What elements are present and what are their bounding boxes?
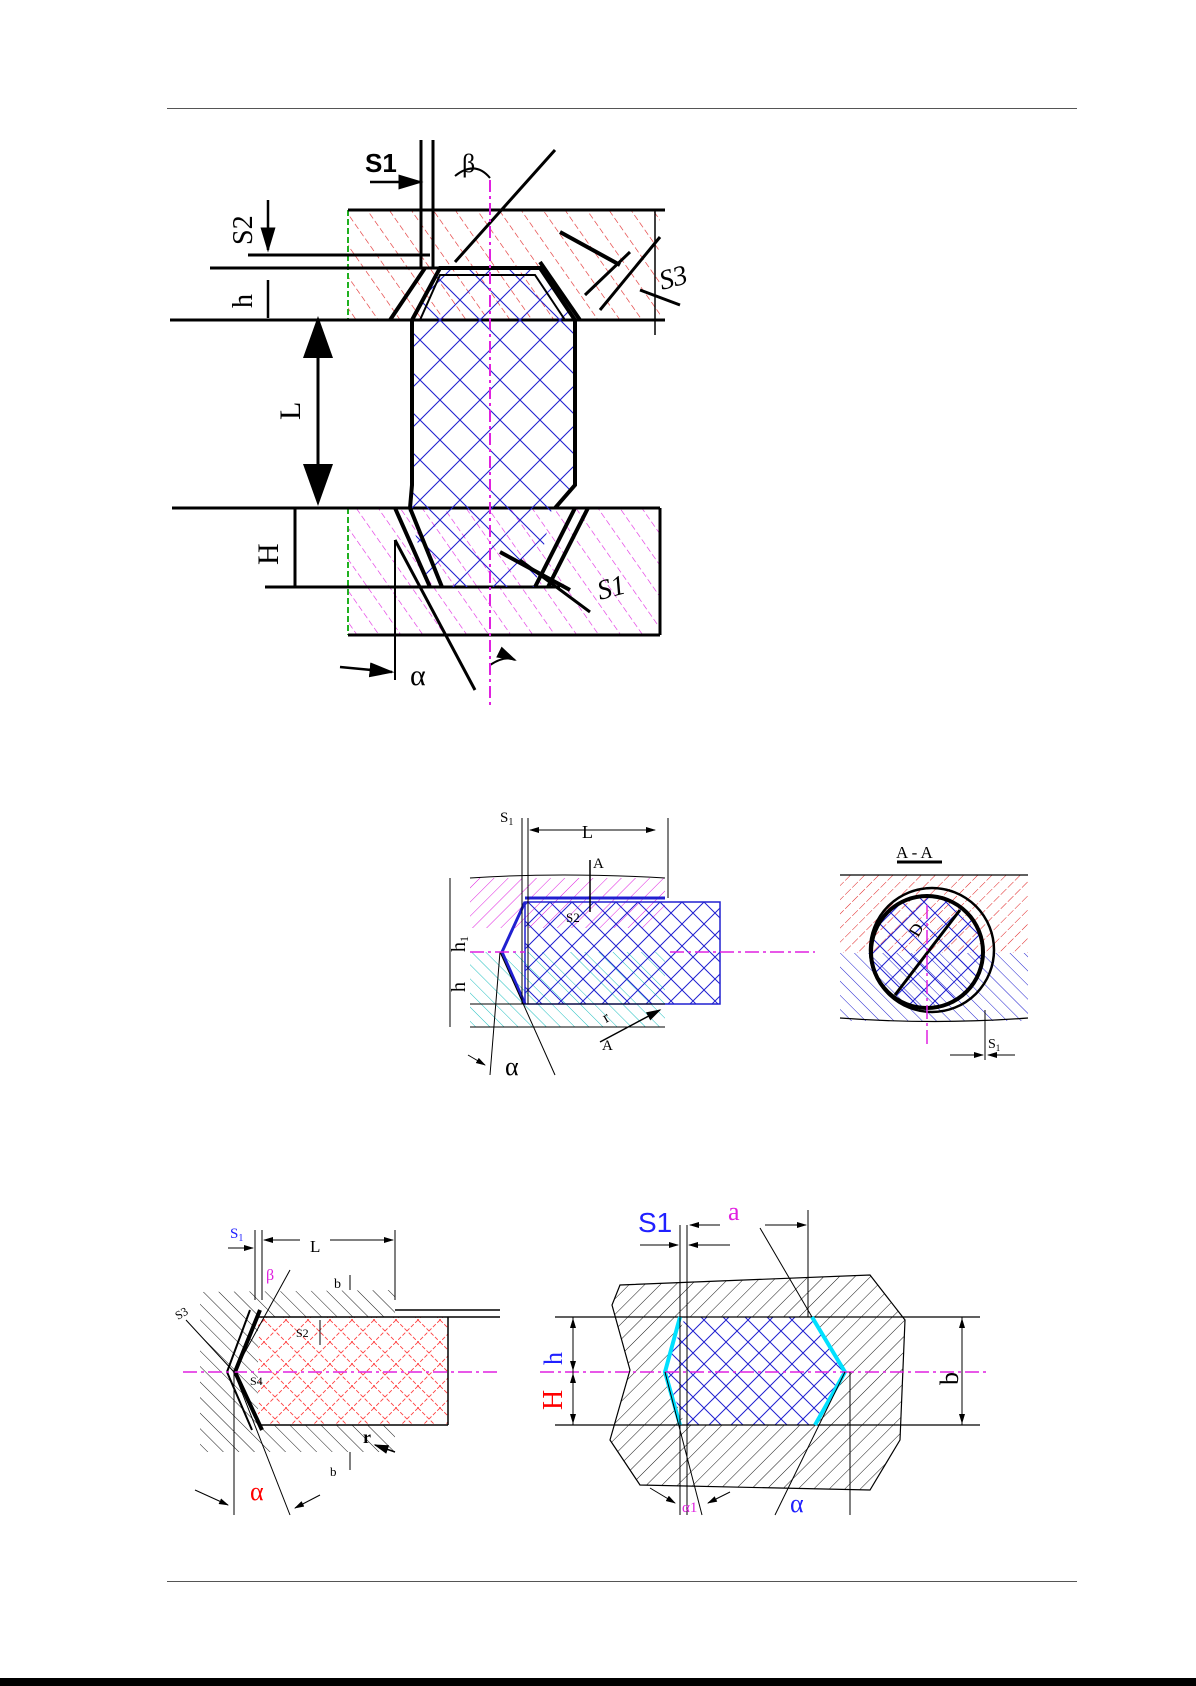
- label-H: H: [252, 543, 285, 565]
- label-alpha: α: [410, 659, 426, 692]
- label-beta: β: [266, 1267, 274, 1284]
- page-bottom-bar: [0, 1678, 1196, 1686]
- label-S1: S1: [638, 1207, 672, 1238]
- label-h: h: [539, 1352, 568, 1365]
- label-alpha: α: [250, 1477, 264, 1506]
- figure-2-conical-seat-diagram: S1 L A S2 h1 h r A α A - A D S1: [448, 810, 1028, 1081]
- label-b-top: b: [334, 1277, 341, 1292]
- label-S3: S3: [173, 1304, 191, 1322]
- figure-1-countersunk-hole-diagram: S1 β S2 h S3 L H S1 α: [170, 140, 691, 705]
- label-S1-section: S1: [988, 1037, 1000, 1053]
- label-S3: S3: [656, 260, 691, 297]
- label-r: r: [363, 1427, 371, 1447]
- label-S2: S2: [228, 215, 259, 245]
- label-h: h: [228, 294, 259, 308]
- label-S1: S1: [500, 810, 513, 828]
- label-H: H: [538, 1390, 569, 1410]
- label-A-bottom: A: [602, 1038, 613, 1054]
- label-L: L: [274, 402, 307, 420]
- part-section: [258, 1317, 448, 1425]
- label-alpha1: α1: [682, 1500, 697, 1516]
- label-L: L: [582, 822, 593, 842]
- label-S2: S2: [296, 1326, 309, 1340]
- label-alpha: α: [505, 1052, 519, 1081]
- label-b: b: [935, 1372, 964, 1385]
- label-A-top: A: [593, 856, 604, 872]
- label-a: a: [728, 1197, 740, 1226]
- label-S1: S1: [230, 1226, 243, 1244]
- label-alpha: α: [790, 1489, 804, 1518]
- figure-3-double-chamfer-diagram: S1 L β b S3 S2 S4 r b α: [173, 1226, 501, 1515]
- figure-4-symmetric-chamfer-diagram: S1 a h H b α1 α: [538, 1197, 990, 1518]
- footer-rule: [167, 1581, 1077, 1582]
- label-beta: β: [462, 149, 475, 178]
- part-section: [665, 1317, 845, 1425]
- part-section: [525, 902, 720, 1004]
- label-section-A-A: A - A: [896, 843, 934, 862]
- label-S4: S4: [250, 1374, 263, 1388]
- label-L: L: [310, 1237, 320, 1256]
- label-h1: h1: [448, 936, 471, 952]
- label-S2: S2: [566, 910, 580, 925]
- label-h: h: [448, 982, 470, 992]
- label-S1: S1: [365, 148, 397, 178]
- label-b-bottom: b: [330, 1464, 337, 1479]
